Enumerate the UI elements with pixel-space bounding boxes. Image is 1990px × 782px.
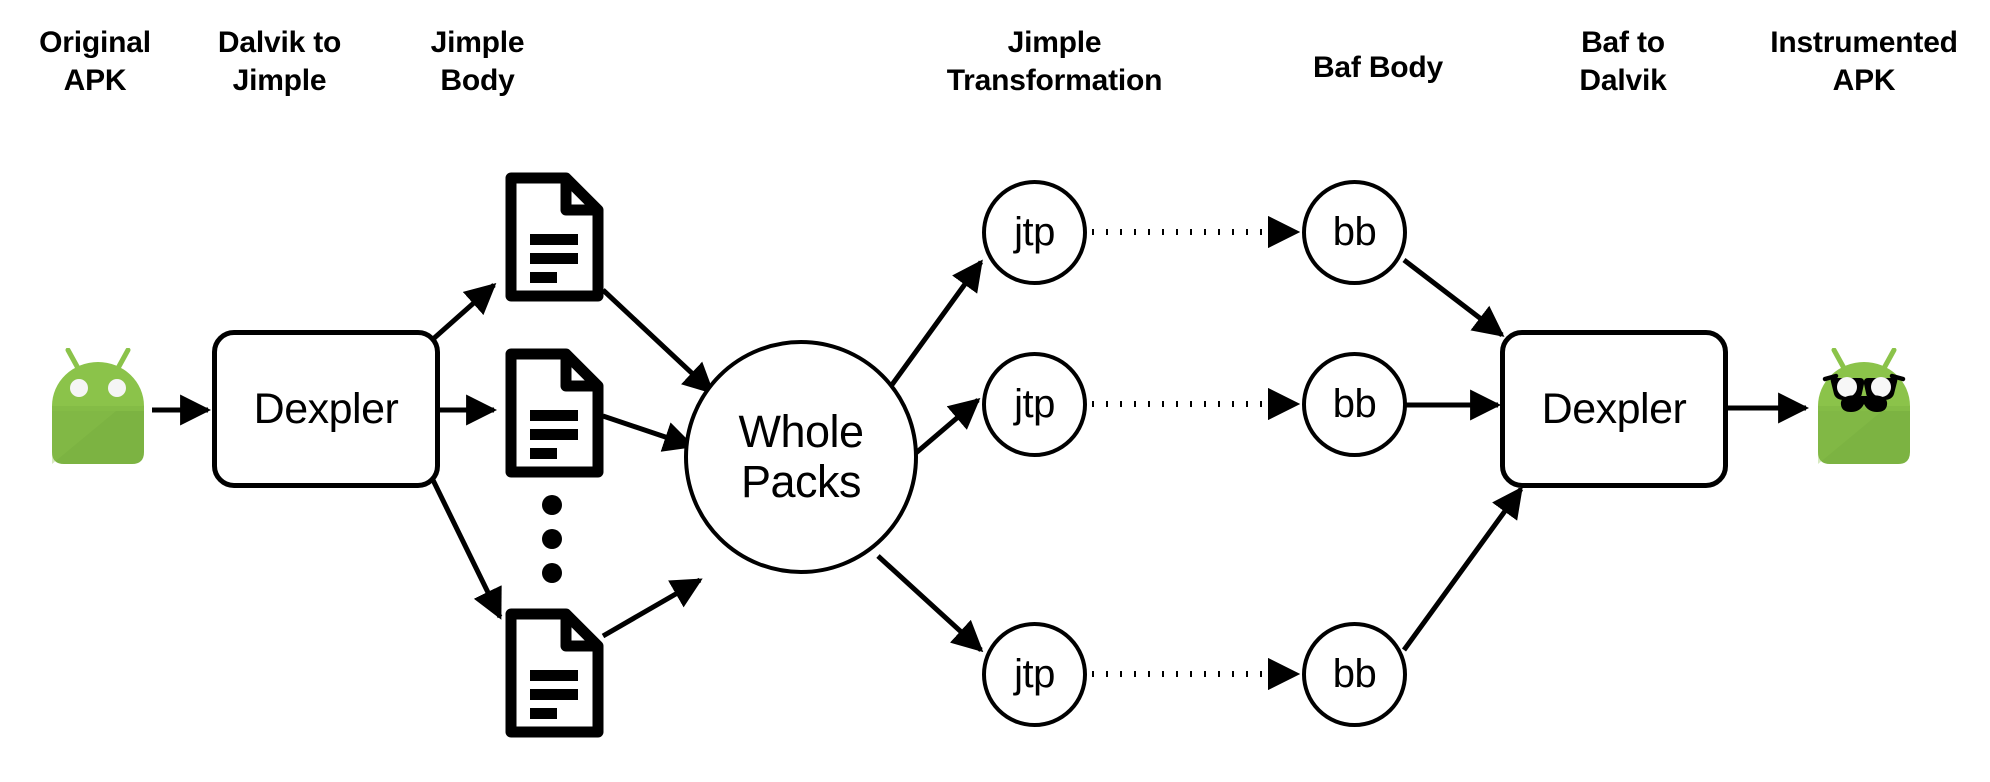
android-body-gloss-icon bbox=[52, 411, 116, 464]
edge-jimple-top-to-wholepacks bbox=[601, 288, 715, 395]
document-icon-jimple-body-middle[interactable] bbox=[500, 348, 604, 478]
edge-bb-3-to-dexpler bbox=[1401, 486, 1524, 652]
node-jtp-3-label: jtp bbox=[1014, 652, 1055, 696]
edge-dexpler-to-jimple-top bbox=[430, 282, 497, 342]
column-label-jimple-transformation: Jimple Transformation bbox=[946, 26, 1163, 98]
android-eye-left-icon bbox=[70, 379, 88, 397]
android-body-gloss-icon bbox=[1818, 411, 1882, 464]
node-dexpler-output[interactable]: Dexpler bbox=[1500, 330, 1728, 488]
document-icon-jimple-body-bottom[interactable] bbox=[500, 608, 604, 738]
node-bb-1-label: bb bbox=[1332, 210, 1377, 254]
node-whole-packs[interactable]: Whole Packs bbox=[684, 340, 918, 574]
vertical-ellipsis-more-jimple-bodies bbox=[540, 495, 564, 583]
android-antennae-icon bbox=[1831, 347, 1897, 373]
node-jtp-2[interactable]: jtp bbox=[982, 352, 1087, 457]
node-bb-3-label: bb bbox=[1332, 652, 1377, 696]
edge-jimple-bottom-to-wholepacks bbox=[601, 577, 703, 639]
android-body-shade-icon bbox=[1818, 406, 1910, 411]
node-jtp-2-label: jtp bbox=[1014, 382, 1055, 426]
edge-bb-1-to-dexpler bbox=[1402, 258, 1505, 337]
column-label-baf-to-dalvik: Baf to Dalvik bbox=[1579, 26, 1667, 98]
node-dexpler-input-label: Dexpler bbox=[253, 384, 399, 433]
column-label-baf-body: Baf Body bbox=[1312, 51, 1444, 84]
edge-wholepacks-to-jtp-1 bbox=[875, 259, 984, 406]
android-robot-instrumented-apk bbox=[1812, 347, 1916, 466]
edge-jimple-mid-to-wholepacks bbox=[602, 413, 695, 452]
node-whole-packs-label: Whole Packs bbox=[738, 405, 864, 507]
android-antennae-icon bbox=[65, 347, 131, 373]
node-bb-2[interactable]: bb bbox=[1302, 352, 1407, 457]
android-robot-original-apk bbox=[46, 347, 150, 466]
ellipsis-dot bbox=[542, 529, 562, 549]
edge-dexpler-to-jimple-bottom bbox=[429, 476, 503, 620]
ellipsis-dot bbox=[542, 495, 562, 515]
document-icon-jimple-body-top[interactable] bbox=[500, 172, 604, 302]
column-label-dalvik-to-jimple: Dalvik to Jimple bbox=[217, 26, 342, 98]
android-body-icon bbox=[1818, 406, 1910, 464]
column-label-original-apk: Original APK bbox=[39, 26, 151, 98]
node-jtp-1[interactable]: jtp bbox=[982, 180, 1087, 285]
column-label-instrumented-apk: Instrumented APK bbox=[1770, 26, 1958, 98]
node-dexpler-output-label: Dexpler bbox=[1541, 384, 1687, 433]
ellipsis-dot bbox=[542, 563, 562, 583]
column-label-jimple-body: Jimple Body bbox=[430, 26, 525, 98]
eyeglasses-icon bbox=[1822, 373, 1906, 400]
node-bb-2-label: bb bbox=[1332, 382, 1377, 426]
node-dexpler-input[interactable]: Dexpler bbox=[212, 330, 440, 488]
android-eye-right-icon bbox=[108, 379, 126, 397]
node-bb-1[interactable]: bb bbox=[1302, 180, 1407, 285]
node-bb-3[interactable]: bb bbox=[1302, 622, 1407, 727]
android-head-icon bbox=[52, 362, 144, 406]
mustache-stem-icon bbox=[1861, 396, 1867, 404]
node-jtp-3[interactable]: jtp bbox=[982, 622, 1087, 727]
android-body-icon bbox=[52, 406, 144, 464]
edge-wholepacks-to-jtp-3 bbox=[876, 554, 984, 653]
android-body-shade-icon bbox=[52, 406, 144, 411]
node-jtp-1-label: jtp bbox=[1014, 210, 1055, 254]
